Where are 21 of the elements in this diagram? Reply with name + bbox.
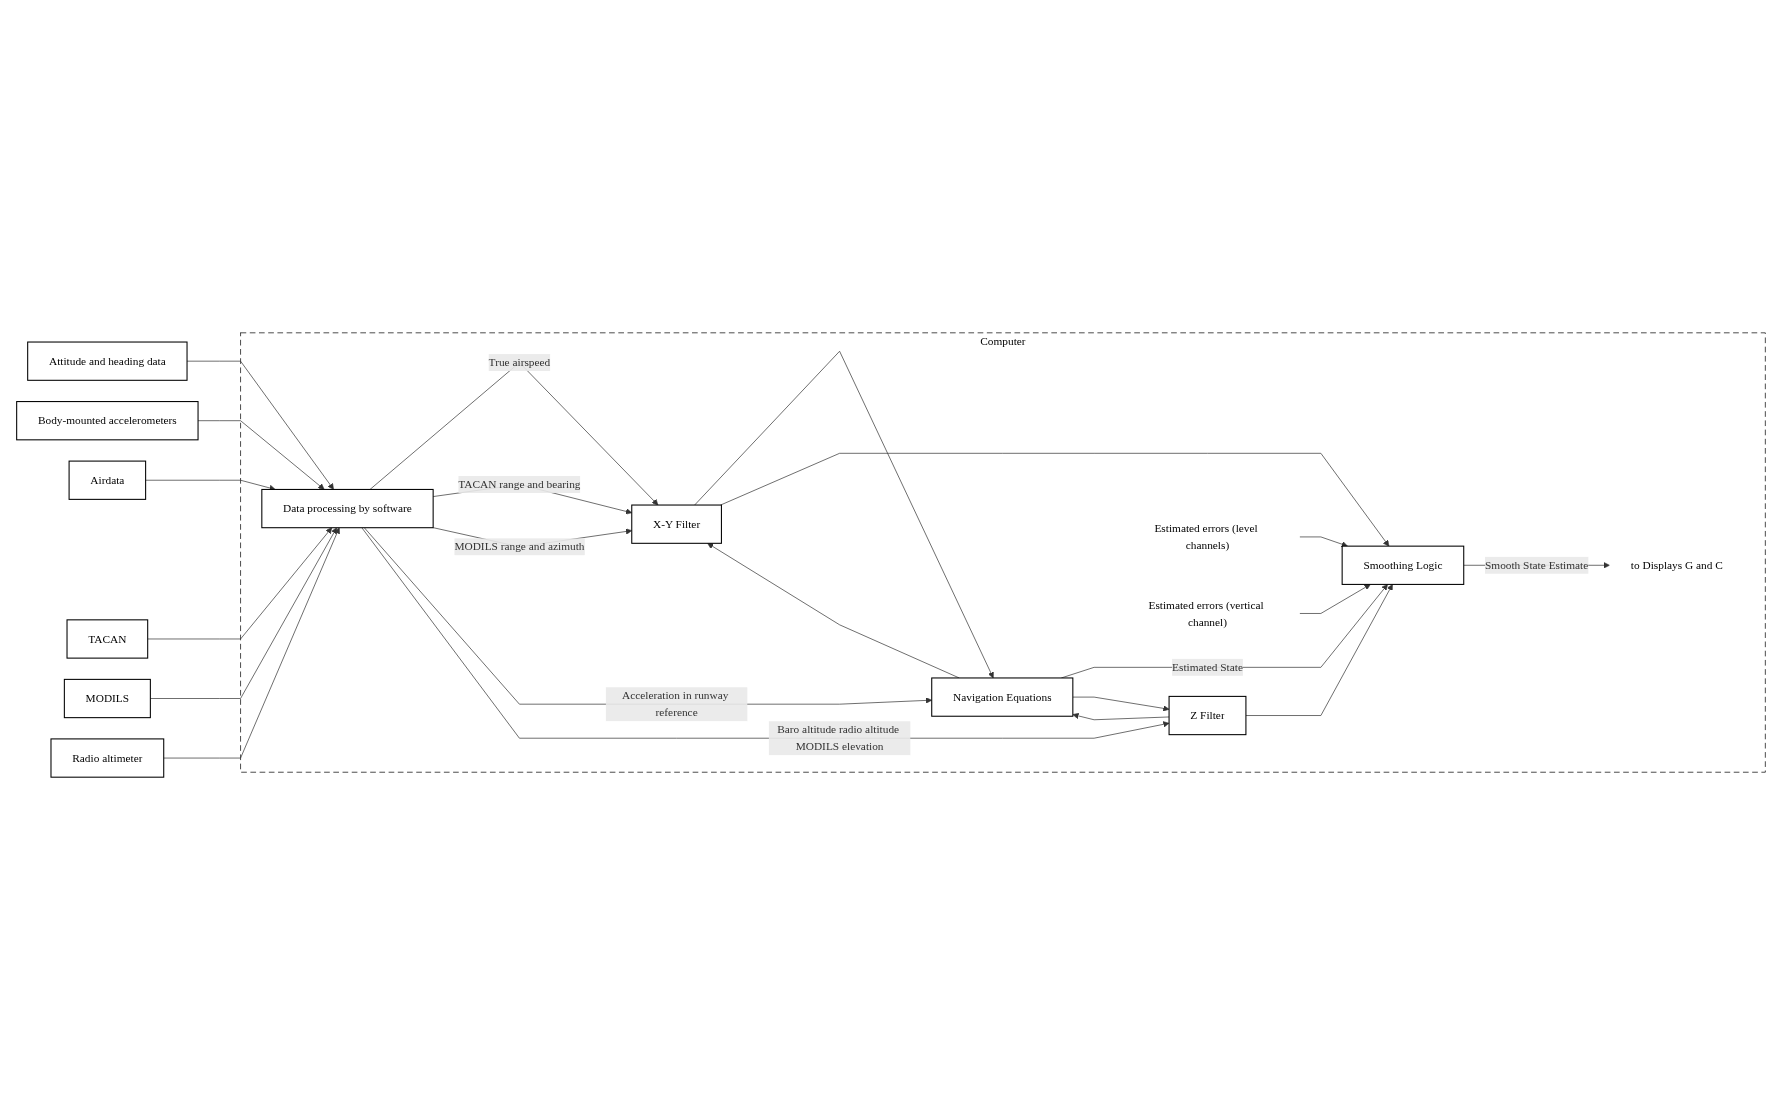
- edge-label: Smooth State Estimate: [1485, 558, 1589, 571]
- node-box: MODILS: [63, 678, 151, 719]
- node-box: Radio altimeter: [50, 738, 165, 778]
- edge-label: Baro altitude radio altitude MODILS elevation: [777, 723, 900, 753]
- node-text: Estimated errors (level channels): [1154, 522, 1258, 552]
- node-box: Smoothing Logic: [1341, 545, 1465, 585]
- node-box: Attitude and heading data: [27, 341, 188, 381]
- edge-label: Acceleration in runway reference: [621, 689, 729, 719]
- node-box: TACAN: [66, 619, 149, 659]
- edge-label: MODILS range and azimuth: [454, 540, 585, 553]
- node-box: Body-mounted accelerometers: [16, 401, 199, 441]
- edge-label: True airspeed: [488, 356, 551, 369]
- node-box: Z Filter: [1168, 695, 1247, 736]
- node-text: to Displays G and C: [1630, 558, 1723, 571]
- edge-label: Estimated State: [1172, 660, 1243, 673]
- node-box: Airdata: [68, 460, 147, 500]
- edge-label: TACAN range and bearing: [458, 478, 581, 491]
- node-box: Data processing by software: [261, 488, 434, 529]
- node-box: X-Y Filter: [631, 504, 722, 544]
- node-text: Estimated errors (vertical channel): [1148, 598, 1264, 628]
- node-box: Navigation Equations: [931, 677, 1074, 717]
